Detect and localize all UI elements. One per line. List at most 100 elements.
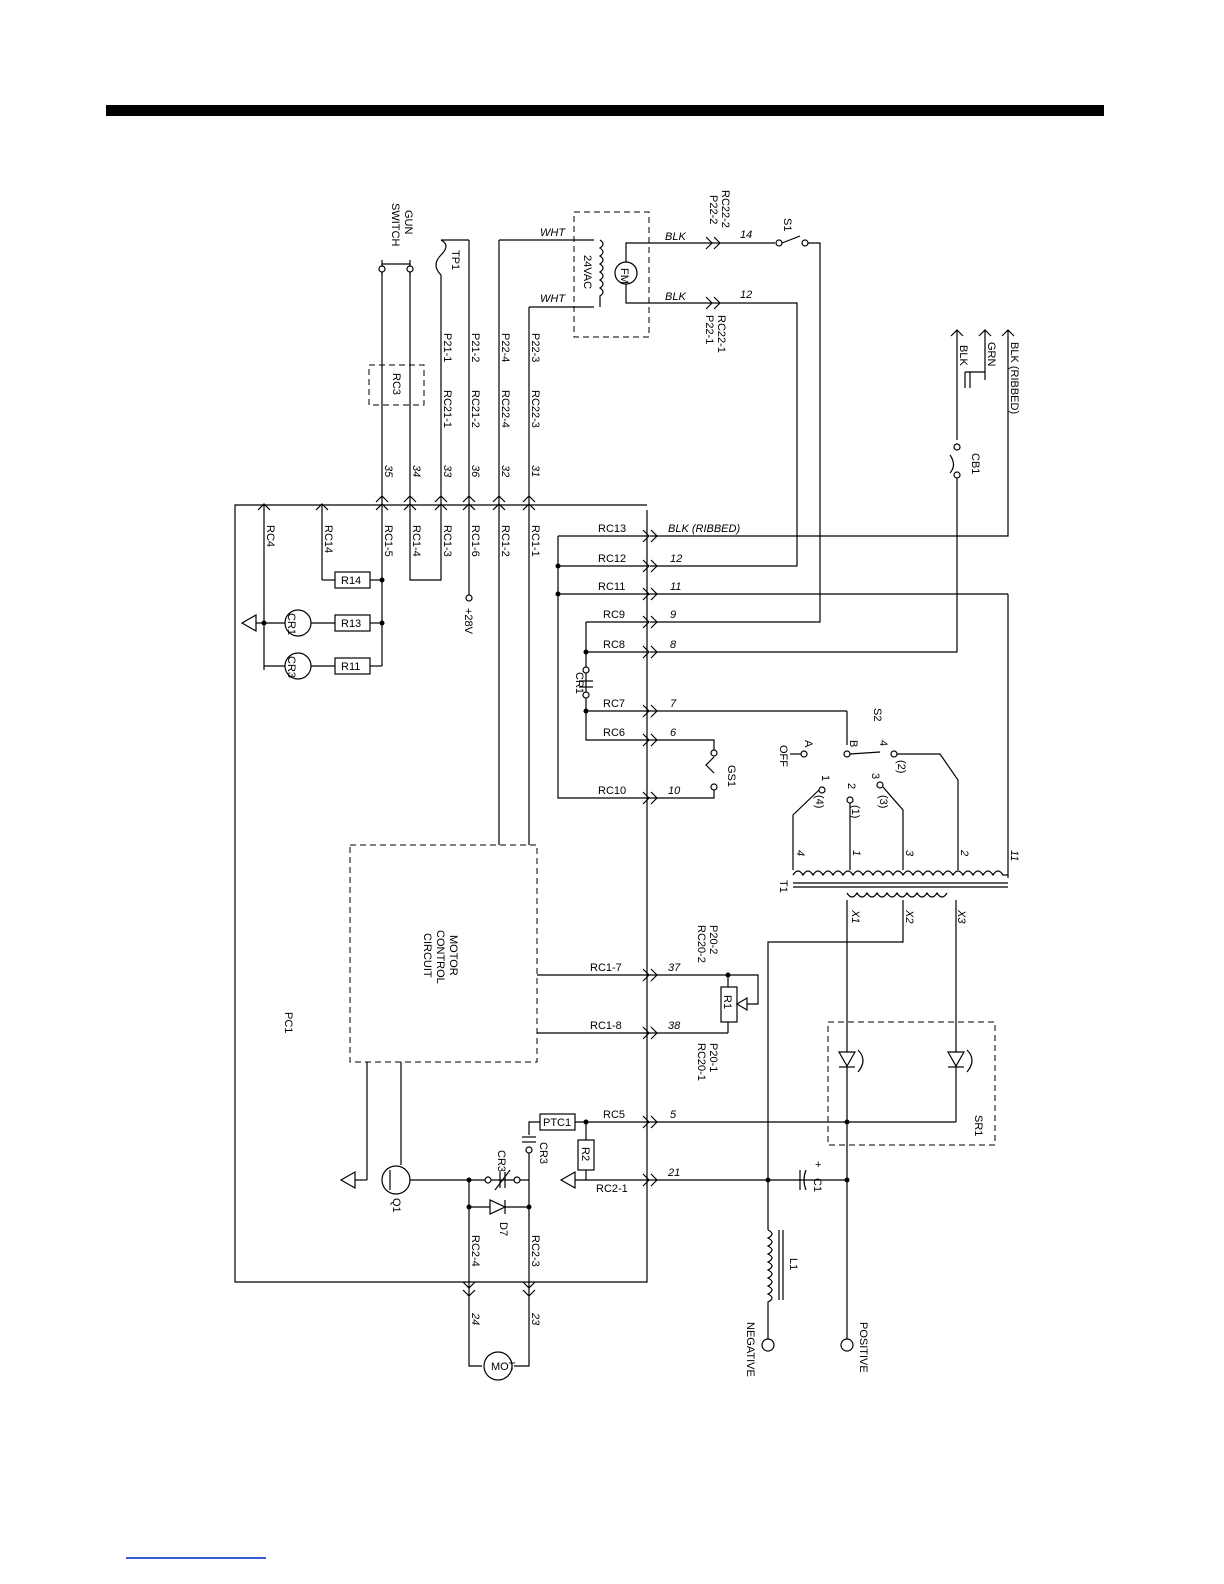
row-rc1-7: RC1-7: [590, 962, 622, 974]
cb1-contact-b: [953, 471, 961, 479]
plug-rc21-1: RC21-1: [441, 390, 453, 428]
t1-x3: X3: [955, 909, 967, 924]
s1-contact-a: [775, 239, 783, 247]
motor-control-circuit-block: [349, 844, 538, 1063]
t1-primary-winding: [792, 870, 1008, 877]
fan-transformer-coil: [598, 239, 604, 307]
q1-transistor: [381, 1165, 411, 1195]
negative-terminal: [761, 1338, 775, 1352]
gs1-gas-solenoid: [705, 756, 715, 774]
row-rc11: RC11: [598, 581, 625, 593]
cr3-contact-label-1: CR3: [537, 1142, 549, 1164]
row-wire-8: 8: [670, 639, 677, 651]
ground-icon-q1: [339, 1170, 356, 1190]
s2-pos-4: [890, 750, 898, 758]
r13-label: R13: [341, 618, 361, 630]
s2-a-label: A: [802, 740, 814, 748]
row-rc10: RC10: [598, 785, 626, 797]
s2-off-label: OFF: [777, 745, 789, 767]
pin-rc4: RC4: [264, 525, 276, 547]
r1-label: R1: [721, 995, 733, 1009]
cb1-label: CB1: [969, 453, 981, 474]
negative-label: NEGATIVE: [744, 1322, 756, 1377]
pin-rc2-3: RC2-3: [529, 1235, 541, 1267]
rc20-2-label: RC20-2: [695, 925, 707, 963]
top-harness-wires: [381, 239, 594, 505]
row-wire-21: 21: [667, 1167, 680, 1179]
wire-33: 33: [441, 465, 453, 478]
l1-label: L1: [787, 1258, 799, 1270]
pin-rc1-6: RC1-6: [469, 525, 481, 557]
r2-label: R2: [579, 1147, 591, 1161]
plus-28v-label: +28V: [462, 608, 474, 635]
sr1-label: SR1: [972, 1115, 984, 1136]
plug-rc21-2: RC21-2: [469, 390, 481, 428]
plug-p22-3: P22-3: [529, 333, 541, 362]
positive-label: POSITIVE: [857, 1322, 869, 1373]
c1-plate-b: [803, 1169, 807, 1191]
p20-2-label: P20-2: [707, 925, 719, 954]
s2-3b-label: (3): [877, 795, 889, 808]
s2-4b-label: (2): [895, 760, 907, 773]
row-rc5: RC5: [603, 1109, 625, 1121]
c1-plus: +: [815, 1159, 821, 1171]
wire-12-top: 12: [740, 289, 752, 301]
gs1-contact-b: [710, 783, 718, 791]
s1-label: S1: [781, 218, 793, 231]
s2-2b-label: (1): [849, 805, 861, 818]
ground-icon-pc1: [240, 613, 257, 633]
p22-1-label: P22-1: [703, 315, 715, 344]
s1-switch-blade: [781, 235, 801, 244]
s2-common-b: [843, 750, 851, 758]
rc20-1-label: RC20-1: [695, 1043, 707, 1081]
right-board-wires: [557, 535, 1009, 878]
t1-secondary-winding: [846, 891, 948, 898]
s2-pos-1: [818, 786, 826, 794]
row-wire-11: 11: [670, 581, 681, 593]
pin-rc1-3: RC1-3: [441, 525, 453, 557]
gs1-contact-a: [710, 749, 718, 757]
row-rc12: RC12: [598, 553, 626, 565]
plug-p22-4: P22-4: [499, 333, 511, 362]
rc3-label: RC3: [390, 373, 402, 395]
chassis-ground-icon: [964, 371, 985, 388]
rc22-1-label: RC22-1: [715, 315, 727, 353]
wire-blk-a: BLK: [665, 231, 686, 243]
p20-1-label: P20-1: [707, 1043, 719, 1072]
cr3-contact-nc: [525, 1146, 533, 1154]
t1-tap-4: 4: [794, 850, 806, 856]
s2-3-label: 3: [869, 773, 881, 779]
s2-4-label: 4: [877, 740, 889, 746]
pin-rc14: RC14: [322, 525, 334, 553]
cr3-nc-b: [513, 1176, 521, 1184]
cr3-contact-label-2: CR3: [495, 1150, 507, 1172]
d7-label: D7: [497, 1222, 509, 1236]
s2-1-label: 1: [819, 775, 831, 781]
row-wire-6: 6: [670, 727, 677, 739]
row-rc9: RC9: [603, 609, 625, 621]
wire-32: 32: [499, 465, 511, 477]
gun-switch-label-1: GUN: [402, 210, 414, 235]
l1-inductor: [766, 1229, 773, 1340]
row-wire-38: 38: [668, 1020, 681, 1032]
t1-tap-3: 3: [903, 850, 915, 857]
t1-tap-1: 1: [850, 850, 862, 856]
gun-switch-label-2: SWITCH: [389, 203, 401, 246]
t1-x2: X2: [903, 909, 915, 923]
rc22-2-label: RC22-2: [719, 190, 731, 228]
row-wire-7: 7: [670, 698, 677, 710]
sr1-rectifier-box: [827, 1021, 996, 1146]
row-wire-12: 12: [670, 553, 682, 565]
fan-motor-label: FM: [618, 268, 630, 284]
sr1-diode-2: [946, 1049, 973, 1073]
s2-2-label: 2: [845, 783, 857, 789]
wire-36: 36: [469, 465, 481, 478]
t1-label: T1: [777, 880, 789, 893]
t1-tap-11: 11: [1008, 850, 1020, 861]
s2-pos-3: [876, 781, 884, 789]
row-rc8: RC8: [603, 639, 625, 651]
cr1-contact-label: CR1: [573, 672, 585, 694]
tp1-label: TP1: [449, 250, 461, 270]
row-rc6: RC6: [603, 727, 625, 739]
